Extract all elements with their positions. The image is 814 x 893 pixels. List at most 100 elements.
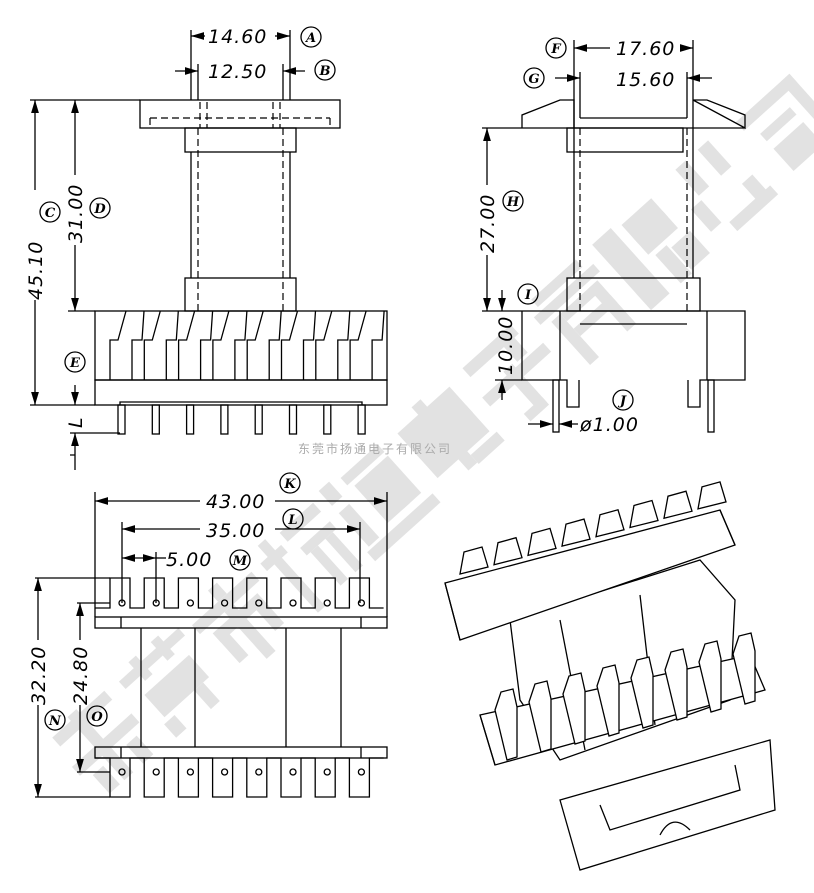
watermark-glyph — [191, 571, 285, 664]
label-a: A — [304, 31, 316, 46]
pin-slot — [280, 310, 317, 380]
bottom-comb — [95, 757, 384, 798]
watermark-glyph — [257, 502, 363, 613]
iso-pin-slot — [494, 688, 518, 761]
dim-j: ø1.00 — [579, 414, 639, 436]
pin-slot — [109, 310, 145, 380]
label-circle-a — [300, 26, 322, 48]
isometric-view — [444, 481, 776, 871]
label-m: M — [232, 554, 248, 569]
label-f: F — [550, 42, 561, 57]
iso-pin-slot — [596, 664, 620, 737]
label-i: I — [524, 288, 532, 303]
dim-m: 5.00 — [166, 549, 212, 571]
label-circle-d — [89, 197, 111, 219]
label-circle-b — [314, 59, 336, 81]
iso-pin-slot — [732, 632, 756, 705]
pin-hole — [357, 599, 366, 607]
dim-i: 10.00 — [495, 316, 517, 375]
pin — [288, 404, 298, 435]
watermark-glyph — [592, 198, 710, 311]
pin-slot — [212, 310, 248, 380]
iso-tooth — [459, 546, 489, 575]
top-view: 43.00 35.00 5.00 32.20 24.80 — [28, 491, 388, 798]
iso-tooth — [595, 509, 625, 538]
iso-pin-slot — [664, 648, 688, 721]
pin — [323, 404, 332, 435]
dim-l: 35.00 — [206, 520, 265, 542]
label-g: G — [528, 72, 539, 87]
label-circle-g — [523, 67, 545, 89]
dim-o: 24.80 — [70, 646, 92, 705]
label-circle-i — [517, 283, 539, 305]
label-h: H — [506, 195, 520, 210]
pin-slot — [177, 310, 214, 380]
label-circle-l — [282, 508, 304, 530]
iso-tooth — [629, 499, 659, 529]
pin — [357, 404, 366, 435]
label-circle-j — [612, 389, 634, 411]
watermark-small: 东莞市扬通电子有限公司 — [298, 441, 452, 456]
watermark-glyph — [52, 690, 154, 794]
dim-b: 12.50 — [208, 61, 267, 83]
top-comb — [95, 577, 384, 609]
dim-k: 43.00 — [206, 491, 265, 513]
watermark-large — [52, 73, 814, 794]
dim-n: 32.20 — [28, 646, 50, 705]
pin — [151, 404, 160, 435]
label-c: C — [45, 206, 56, 221]
pin — [117, 404, 126, 435]
pin-hole — [255, 768, 263, 776]
pin — [254, 404, 263, 435]
iso-pin-slot — [630, 656, 654, 729]
label-circle-m — [229, 549, 251, 571]
label-circle-n — [44, 709, 66, 731]
pin — [220, 404, 229, 435]
pin-hole — [152, 768, 160, 776]
pin — [185, 404, 195, 435]
front-view: 14.60 12.50 45.10 31.00 L — [25, 26, 388, 470]
iso-tooth — [561, 518, 591, 547]
iso-tooth — [527, 527, 557, 557]
dim-f: 17.60 — [616, 38, 675, 60]
pin-slot — [143, 310, 179, 380]
pin-slot — [349, 310, 385, 380]
pin-hole — [220, 768, 229, 776]
label-circle-c — [39, 201, 61, 223]
pin-hole — [357, 768, 366, 776]
pin-hole — [220, 599, 229, 607]
iso-pin-slot — [562, 672, 586, 745]
label-circle-e — [64, 351, 86, 373]
pin-hole — [186, 599, 195, 607]
dim-a: 14.60 — [208, 26, 267, 48]
pin-hole — [255, 599, 263, 607]
pin-hole — [118, 768, 126, 776]
label-n: N — [48, 714, 62, 729]
label-o: O — [91, 710, 103, 725]
pin-hole — [186, 768, 195, 776]
label-circle-f — [545, 37, 567, 59]
dim-g: 15.60 — [616, 69, 675, 91]
label-e: E — [69, 356, 81, 371]
pin-hole — [323, 768, 331, 776]
iso-tooth — [493, 536, 523, 566]
dim-c: 45.10 — [25, 241, 47, 300]
label-circle-h — [502, 190, 524, 212]
pin-hole — [289, 599, 297, 607]
dim-d: 31.00 — [65, 184, 87, 243]
side-view: 17.60 15.60 27.00 10.00 ø1.00 — [477, 38, 746, 436]
watermark-glyph — [675, 140, 779, 232]
iso-pin-slot — [698, 640, 722, 713]
label-l: L — [287, 513, 297, 528]
label-j: J — [617, 394, 627, 409]
label-circle-k — [279, 472, 301, 494]
pin-hole — [289, 768, 297, 776]
label-d: D — [93, 202, 106, 217]
watermark-glyph — [318, 444, 441, 562]
pin-slot — [315, 310, 351, 380]
label-k: K — [283, 477, 296, 492]
iso-tooth — [663, 490, 693, 520]
pin-slot — [246, 310, 282, 380]
